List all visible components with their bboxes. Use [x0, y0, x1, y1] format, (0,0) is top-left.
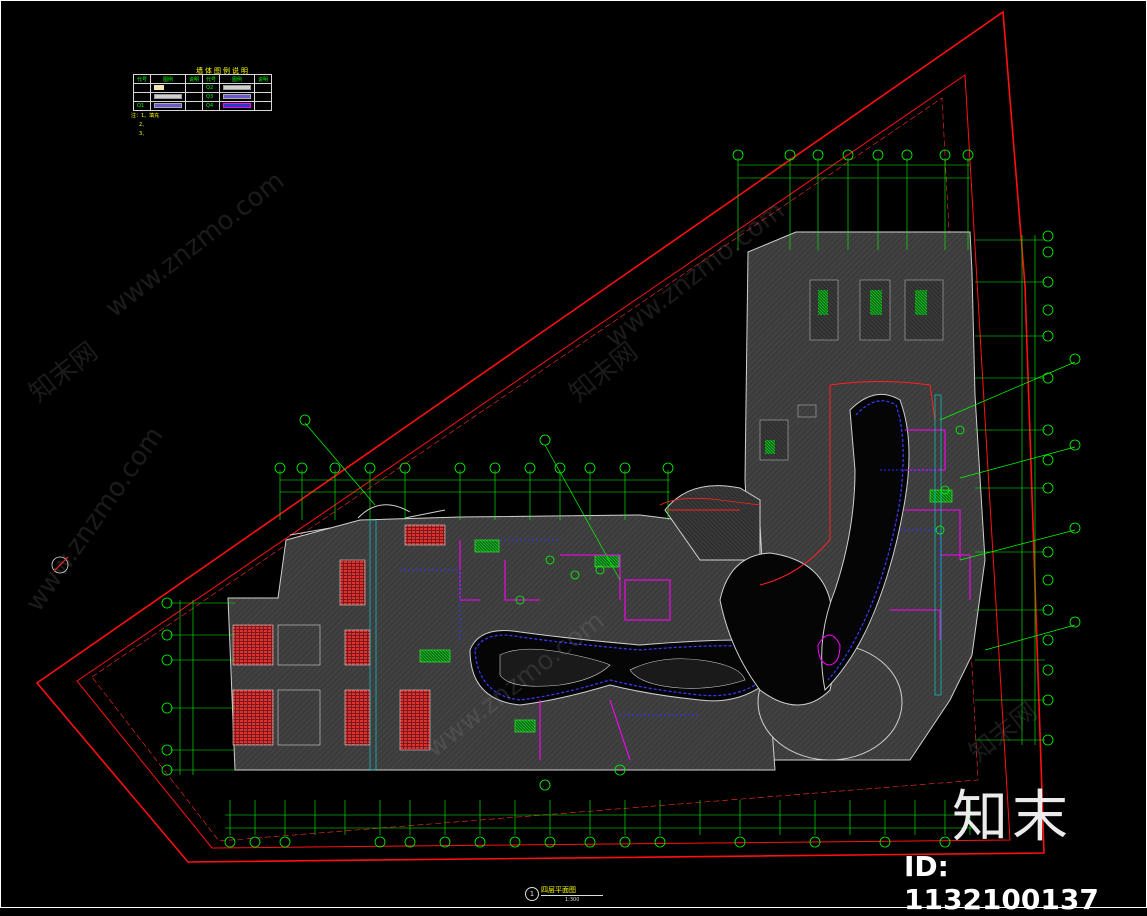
legend-code [132, 92, 152, 102]
axis-bubbles-west-top [274, 462, 674, 474]
fire-partition-line-2 [659, 497, 761, 506]
legend-header-desc: 说明 [185, 74, 204, 84]
legend-swatch [150, 83, 187, 93]
legend-header-code-2: 代号 [202, 74, 221, 84]
watermark-logo: 知末 [952, 785, 1072, 850]
axis-dimensions-west [170, 600, 235, 775]
axis-bubbles-bottom [224, 836, 951, 848]
legend-code [132, 83, 152, 93]
legend-header-pattern: 图例 [150, 74, 187, 84]
annotation-leaders [304, 361, 1076, 651]
note-line: 2、 [139, 122, 148, 128]
axis-dimensions-bottom [225, 800, 975, 835]
legend-swatch [150, 101, 187, 111]
legend-table: 代号 图例 说明 代号 图例 说明 Q2 Q3 Q1 Q4 [132, 74, 273, 111]
atrium-void [469, 393, 910, 706]
title-underline [541, 895, 603, 896]
legend-header-row: 代号 图例 说明 代号 图例 说明 [132, 74, 273, 84]
drawing-scale: 1:300 [565, 897, 580, 903]
legend-swatch [150, 92, 187, 102]
annotation-bubbles [299, 353, 1081, 628]
legend-desc [185, 101, 204, 111]
site-boundary-outer [35, 10, 1045, 863]
fire-partition-line [668, 381, 936, 586]
axis-dimensions-west-top [279, 470, 670, 520]
legend-notes: 注：1、填充 2、 3、 [131, 112, 159, 139]
setback-line [91, 97, 979, 842]
axis-bubbles-west [161, 597, 173, 776]
legend-header-pattern-2: 图例 [219, 74, 256, 84]
legend-desc [254, 101, 273, 111]
note-line: 注：1、填充 [131, 113, 160, 119]
drawing-number: 1 [525, 887, 539, 901]
legend-header-code: 代号 [132, 74, 152, 84]
legend-desc [185, 83, 204, 93]
legend-desc [254, 92, 273, 102]
north-rooms [759, 279, 944, 461]
axis-dimensions-east [975, 235, 1045, 745]
cinema-halls [232, 524, 446, 751]
service-walls [459, 429, 971, 761]
site-boundary-inner [76, 74, 1011, 849]
axis-bubbles-interior [515, 425, 965, 791]
axis-dimensions-north [737, 158, 970, 250]
legend-desc [254, 83, 273, 93]
legend-code: Q2 [202, 83, 221, 93]
legend-swatch [219, 101, 256, 111]
axis-bubbles-east [1042, 230, 1054, 746]
north-arrow-icon [51, 556, 69, 574]
legend-header-desc-2: 说明 [254, 74, 273, 84]
watermark-id: ID: 1132100137 [904, 850, 1099, 916]
entrance-canopy [289, 504, 446, 536]
legend-code: Q3 [202, 92, 221, 102]
oval-feature [817, 634, 841, 666]
legend-row: Q1 Q4 [132, 101, 273, 111]
legend-title: 墙体图例说明 [196, 67, 250, 75]
drawing-title: 四层平面图 [541, 886, 576, 894]
axis-bubbles-north [732, 149, 974, 161]
legend-desc [185, 92, 204, 102]
column-grid-marks [369, 394, 942, 771]
legend-row: Q3 [132, 92, 273, 102]
note-line: 3、 [139, 131, 148, 137]
legend-row: Q2 [132, 83, 273, 93]
legend-code: Q1 [132, 101, 152, 111]
glass-walls [400, 469, 941, 716]
legend-swatch [219, 83, 256, 93]
legend-code: Q4 [202, 101, 221, 111]
legend-swatch [219, 92, 256, 102]
